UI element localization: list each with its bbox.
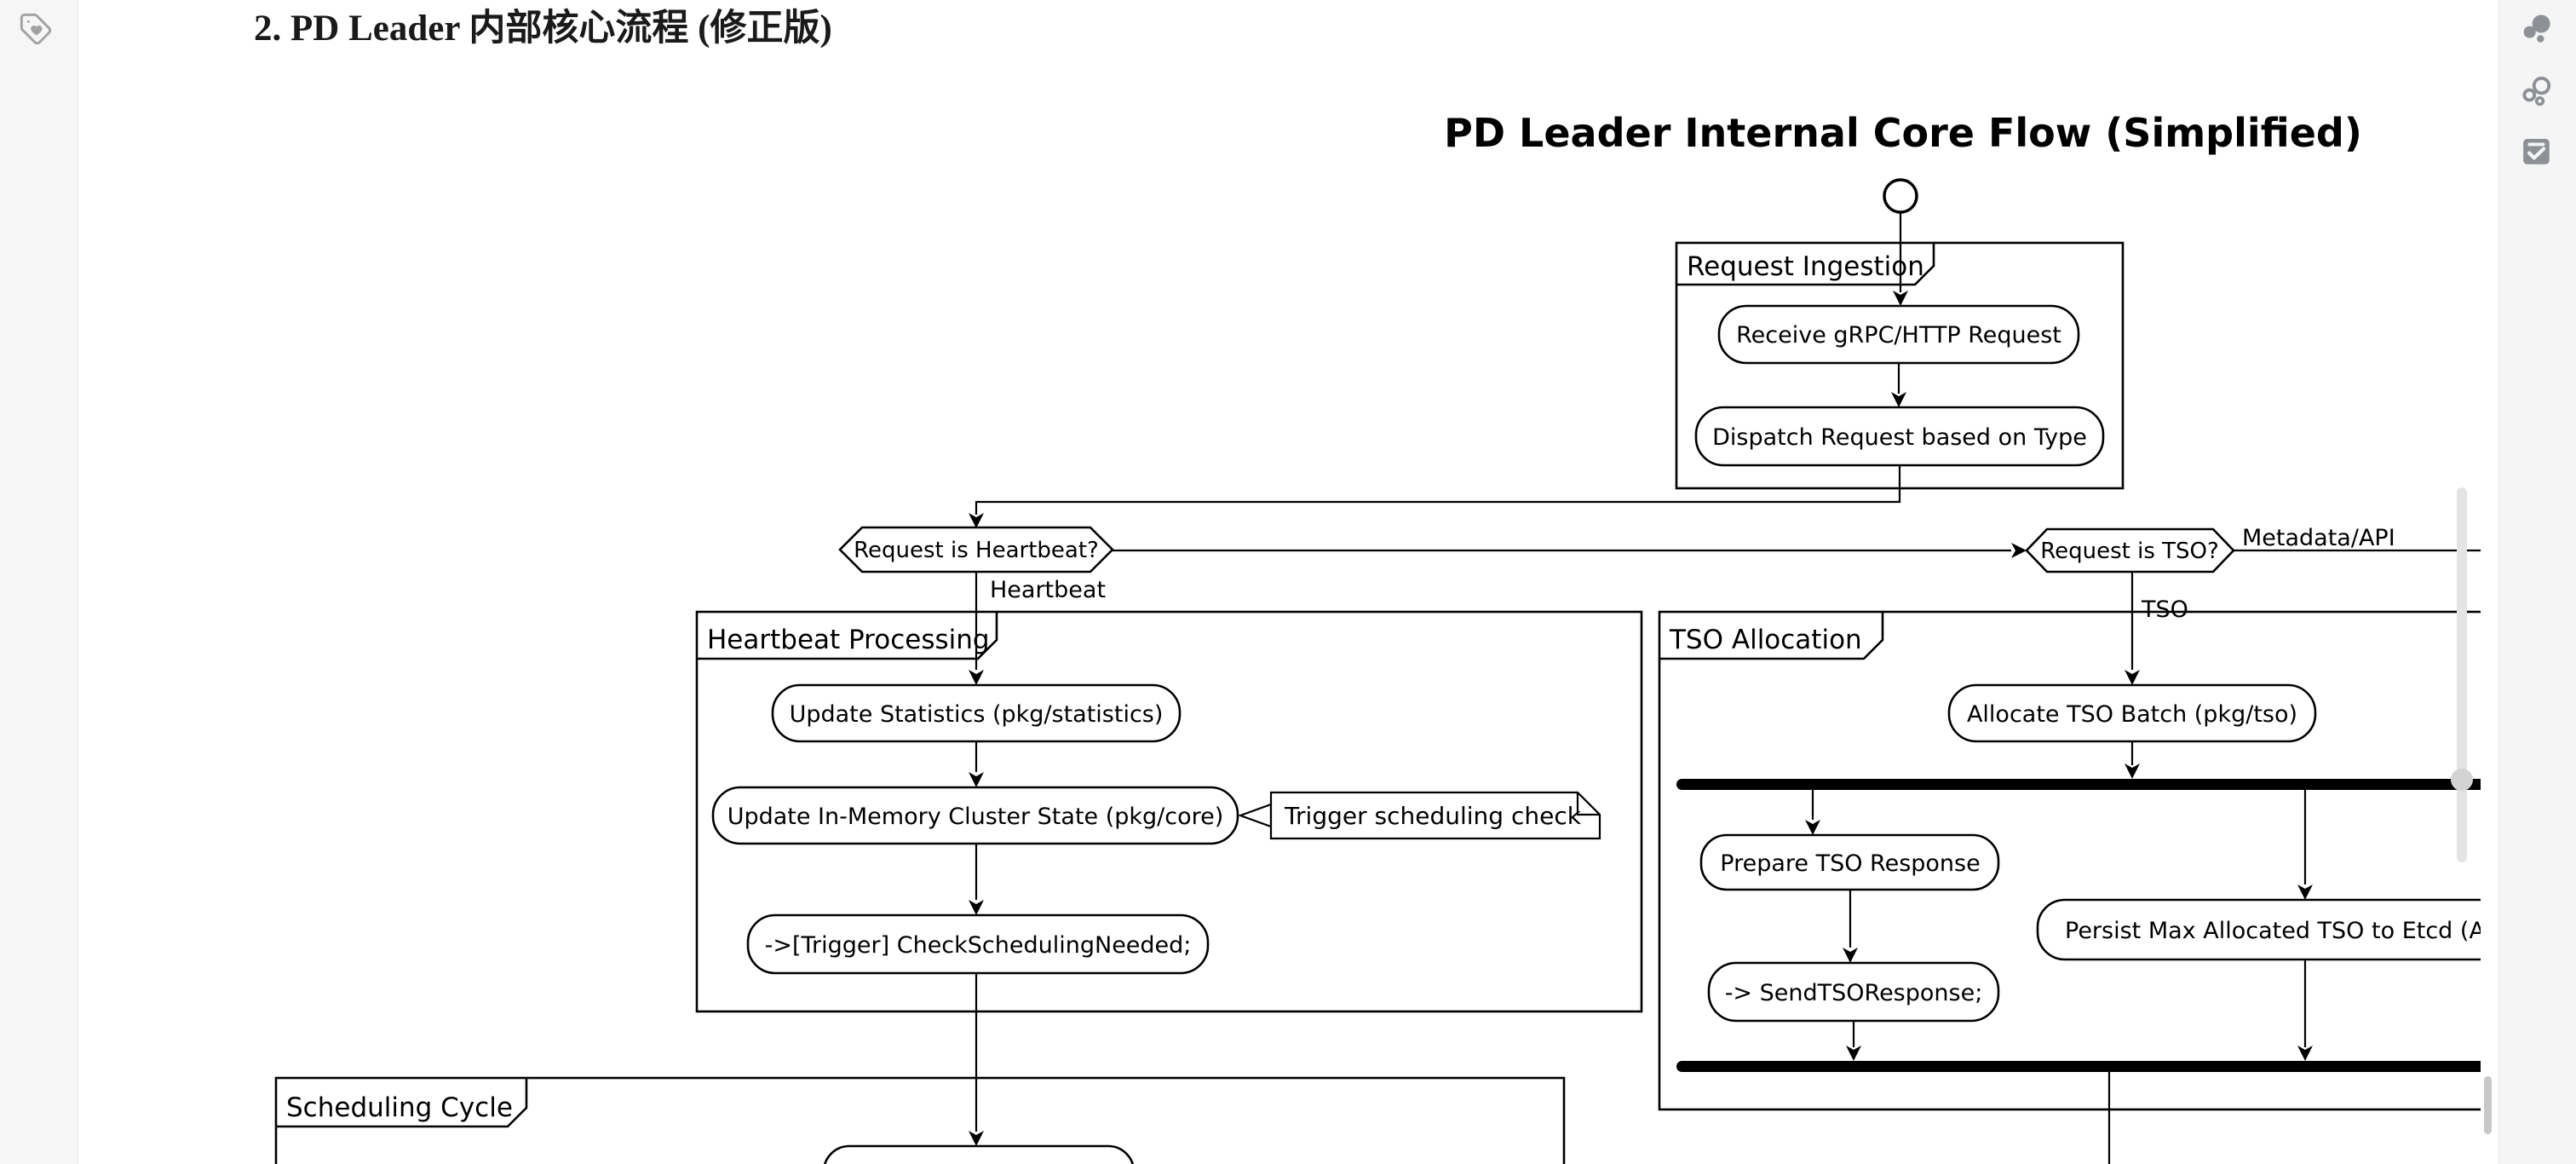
- arrowhead: [1846, 1046, 1861, 1061]
- bubbles-outline-icon[interactable]: [2518, 73, 2554, 109]
- clipboard-check-icon-svg: [2523, 139, 2550, 164]
- node-scheduling-first: [824, 1144, 1134, 1164]
- arrowhead: [1891, 392, 1906, 407]
- join-bar: [1676, 1061, 2481, 1072]
- partition-heartbeat-processing: [695, 610, 1643, 1013]
- arrowhead: [969, 1131, 984, 1146]
- partition-tab-tso-allocation: [1659, 613, 1884, 660]
- arrowhead: [1805, 820, 1820, 835]
- decision-request-is-tso: [2025, 527, 2235, 573]
- scrollbar-thumb[interactable]: [2484, 1076, 2492, 1134]
- node-label-dispatch-request: Dispatch Request based on Type: [1712, 424, 2087, 451]
- clipboard-check-icon[interactable]: [2518, 133, 2554, 169]
- arrowhead: [1843, 948, 1858, 963]
- node-label-check-scheduling: ->[Trigger] CheckSchedulingNeeded;: [765, 932, 1192, 959]
- arrowhead: [2011, 543, 2027, 558]
- partition-label-scheduling-cycle: Scheduling Cycle: [286, 1092, 513, 1123]
- tag-heart-icon[interactable]: [19, 12, 53, 46]
- node-label-receive-request: Receive gRPC/HTTP Request: [1736, 322, 2061, 349]
- node-label-persist-tso: Persist Max Allocated TSO to Etcd (A: [2065, 918, 2481, 944]
- arrowhead: [969, 772, 984, 787]
- node-check-scheduling: [746, 913, 1210, 975]
- tag-heart-icon-svg: [20, 13, 52, 45]
- partition-label-request-ingestion: Request Ingestion: [1687, 251, 1924, 282]
- node-label-prepare-tso: Prepare TSO Response: [1720, 850, 1980, 877]
- partition-tso-allocation: [1658, 610, 2481, 1111]
- diagram-image: PD Leader Internal Core Flow (Simplified…: [274, 110, 2481, 1164]
- arrowhead: [969, 900, 984, 915]
- start-node: [1883, 178, 1918, 214]
- diagram-svg: PD Leader Internal Core Flow (Simplified…: [274, 110, 2481, 1164]
- partition-scheduling-cycle: [274, 1076, 1566, 1164]
- note-fold: [1576, 792, 1600, 816]
- arrowhead: [2297, 1046, 2313, 1061]
- arrowhead: [2125, 670, 2140, 685]
- edge-label-tso: TSO: [2141, 596, 2188, 623]
- edge-label-heartbeat: Heartbeat: [990, 577, 1106, 603]
- bubbles-filled-icon-svg: [2523, 14, 2550, 43]
- bubbles-outline-icon-svg: [2522, 76, 2551, 107]
- partition-label-tso-allocation: TSO Allocation: [1669, 625, 1862, 655]
- partition-tab-heartbeat-processing: [697, 613, 998, 660]
- decision-label-heartbeat: Request is Heartbeat?: [854, 538, 1099, 563]
- arrowhead: [2125, 764, 2140, 779]
- arrowhead: [2297, 885, 2313, 900]
- node-persist-tso: [2036, 898, 2481, 961]
- partition-tab-scheduling-cycle: [276, 1079, 528, 1128]
- diagram-title: PD Leader Internal Core Flow (Simplified…: [1444, 110, 2362, 156]
- arrowhead: [969, 513, 984, 528]
- note-box: [1269, 791, 1601, 840]
- edge-label-metadata-api: Metadata/API: [2242, 525, 2395, 551]
- node-label-allocate-tso: Allocate TSO Batch (pkg/tso): [1967, 701, 2297, 728]
- decision-label-tso: Request is TSO?: [2040, 539, 2219, 564]
- edge-dispatch-decision: [975, 465, 1901, 515]
- node-label-send-tso: -> SendTSOResponse;: [1725, 980, 1983, 1006]
- note-connector: [1237, 803, 1273, 828]
- node-label-update-statistics: Update Statistics (pkg/statistics): [790, 701, 1164, 728]
- partition-tab-request-ingestion: [1676, 244, 1935, 286]
- image-resize-handle[interactable]: [2451, 769, 2473, 791]
- fork-bar: [1676, 779, 2481, 790]
- note-text: Trigger scheduling check: [1284, 802, 1582, 830]
- page-title: 2. PD Leader 内部核心流程 (修正版): [254, 9, 832, 49]
- right-toolbar: [2498, 0, 2576, 1164]
- left-sidebar: [0, 0, 78, 1164]
- node-label-update-cluster-state: Update In-Memory Cluster State (pkg/core…: [727, 804, 1224, 830]
- partition-label-heartbeat-processing: Heartbeat Processing: [707, 625, 990, 655]
- arrowhead: [969, 670, 984, 685]
- bubbles-filled-icon[interactable]: [2518, 12, 2554, 48]
- decision-request-is-heartbeat: [838, 526, 1114, 573]
- arrowhead: [1893, 291, 1908, 306]
